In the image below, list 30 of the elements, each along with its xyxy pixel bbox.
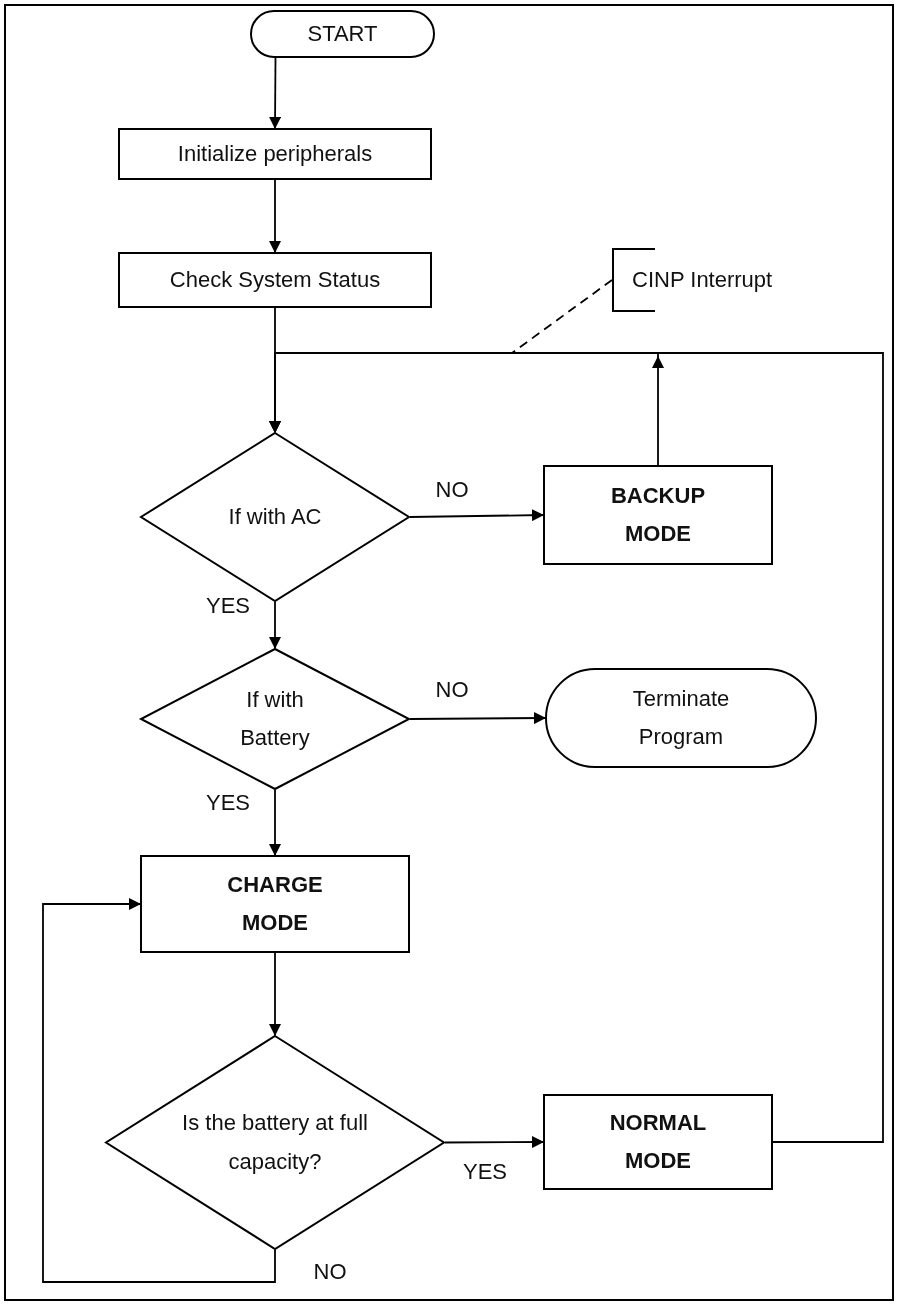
arrow [409, 712, 546, 725]
node-text: BACKUP MODE [609, 481, 707, 548]
arrow [269, 952, 281, 1036]
node-text: START [307, 19, 378, 48]
arrow [269, 601, 281, 649]
process-box [118, 252, 432, 308]
arrow [42, 898, 276, 1283]
node-text: Check System Status [169, 265, 381, 294]
node-text: CHARGE MODE [226, 870, 324, 937]
node-text: Is the battery at full capacity? [181, 1109, 369, 1176]
decision-diamond [105, 1035, 445, 1250]
node-text: Terminate Program [631, 684, 731, 751]
arrow [444, 1136, 544, 1149]
mode-box [543, 1094, 773, 1190]
decision-diamond [140, 648, 410, 790]
process-box [118, 128, 432, 180]
node-text: If with AC [228, 502, 322, 531]
node-text: NORMAL MODE [608, 1108, 708, 1175]
start-terminal [250, 10, 435, 58]
arrow [269, 57, 282, 129]
arrow [269, 789, 281, 856]
arrow [269, 352, 884, 1143]
arrow [409, 509, 544, 522]
mode-box [543, 465, 773, 565]
node-text: If with Battery [239, 685, 311, 752]
dashed-line [511, 279, 613, 354]
node-text: CINP Interrupt [632, 265, 773, 294]
mode-box [140, 855, 410, 953]
node-text: Initialize peripherals [177, 139, 373, 168]
arrow [269, 179, 281, 253]
